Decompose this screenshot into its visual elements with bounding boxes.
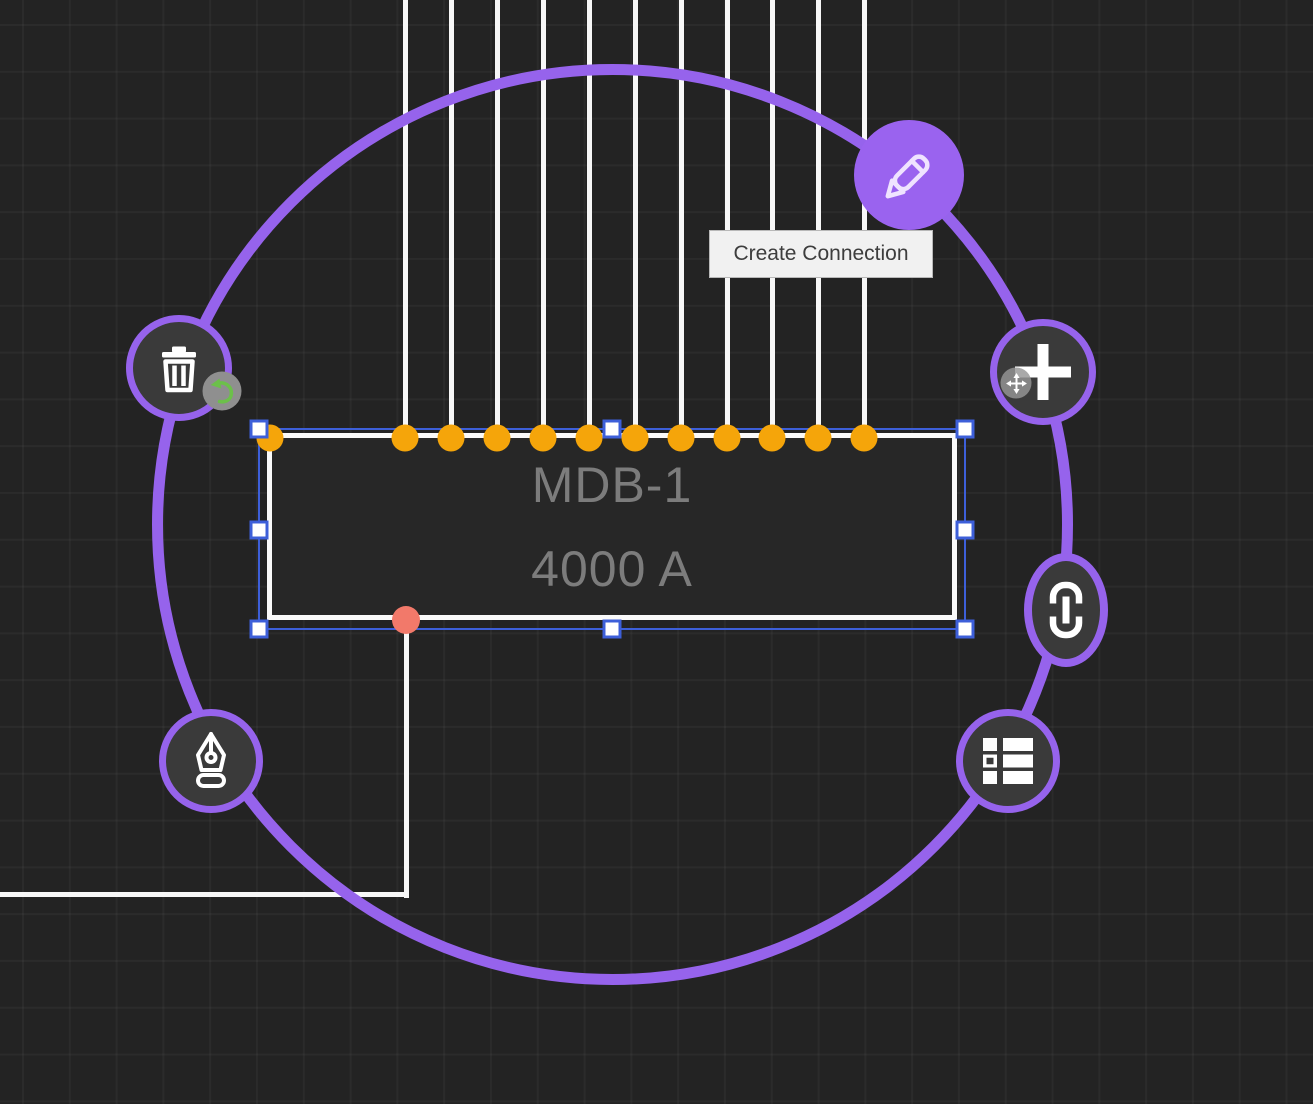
active-connection-point[interactable] [392, 606, 420, 634]
connection-port[interactable] [713, 424, 741, 452]
tooltip-text: Create Connection [733, 242, 909, 265]
connection-port[interactable] [529, 424, 557, 452]
selection-handle[interactable] [955, 619, 975, 639]
selection-handle[interactable] [955, 520, 975, 540]
selection-handle[interactable] [249, 520, 269, 540]
trash-icon [162, 346, 196, 393]
node-mdb1[interactable]: MDB-1 4000 A [267, 433, 957, 620]
add-button[interactable] [990, 319, 1096, 425]
move-cursor-icon [1005, 372, 1027, 394]
list-icon [983, 738, 1033, 784]
connection-port[interactable] [575, 424, 603, 452]
connection-port[interactable] [667, 424, 695, 452]
connection-port[interactable] [758, 424, 786, 452]
undo-badge[interactable] [202, 371, 242, 411]
move-cursor [1000, 367, 1032, 399]
selection-handle[interactable] [955, 419, 975, 439]
connection-port[interactable] [850, 424, 878, 452]
connection-port[interactable] [391, 424, 419, 452]
tooltip: Create Connection [709, 230, 933, 278]
draw-button[interactable] [159, 709, 263, 813]
selection-handle[interactable] [602, 419, 622, 439]
connection-wire-horizontal[interactable] [0, 892, 409, 897]
connection-port[interactable] [483, 424, 511, 452]
chain-icon [1046, 581, 1086, 639]
link-button[interactable] [1024, 553, 1108, 667]
connection-port[interactable] [804, 424, 832, 452]
undo-arrow-icon [210, 378, 233, 404]
selection-box [258, 428, 966, 630]
pencil-icon [885, 154, 930, 199]
radial-menu-ring [152, 64, 1073, 985]
properties-button[interactable] [956, 709, 1060, 813]
pen-nib-icon [196, 732, 226, 788]
node-rating: 4000 A [531, 540, 693, 597]
selection-handle[interactable] [249, 419, 269, 439]
node-label: MDB-1 [531, 456, 693, 513]
plus-icon [1015, 344, 1071, 400]
create-connection-button[interactable] [854, 120, 964, 230]
connection-port[interactable] [437, 424, 465, 452]
connection-port[interactable] [621, 424, 649, 452]
selection-handle[interactable] [602, 619, 622, 639]
selection-handle[interactable] [249, 619, 269, 639]
